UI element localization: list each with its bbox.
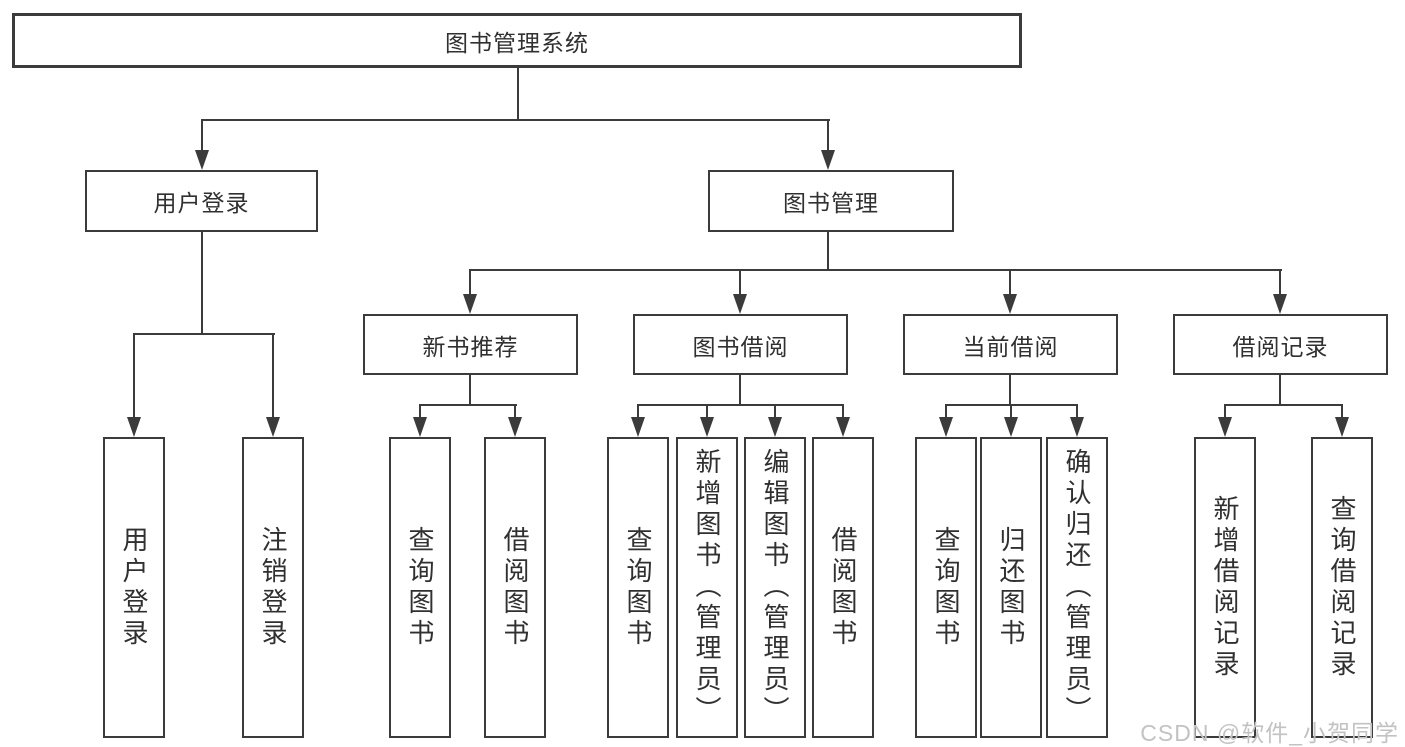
csdn-watermark: CSDN @软件_小贺同学 xyxy=(1140,720,1399,746)
connector-line xyxy=(774,404,776,419)
connector-line xyxy=(419,404,421,419)
connector-line xyxy=(133,333,275,335)
connector-line xyxy=(739,373,741,406)
connector-line xyxy=(637,404,844,406)
arrowhead-icon xyxy=(266,417,280,437)
connector-line xyxy=(469,269,1282,271)
node-root-system: 图书管理系统 xyxy=(12,13,1022,68)
connector-line xyxy=(827,119,829,152)
arrowhead-icon xyxy=(508,417,522,437)
connector-line xyxy=(1076,404,1078,419)
node-book-management: 图书管理 xyxy=(708,170,954,232)
connector-line xyxy=(133,333,135,419)
leaf-edit-book-admin: 编辑图书（管理员） xyxy=(744,437,806,738)
arrowhead-icon xyxy=(631,417,645,437)
connector-line xyxy=(1009,373,1011,406)
leaf-borrow-book-1: 借阅图书 xyxy=(484,437,546,738)
connector-line xyxy=(419,404,517,406)
connector-line xyxy=(1341,404,1343,419)
connector-line xyxy=(469,269,471,295)
node-user-login: 用户登录 xyxy=(85,170,318,232)
leaf-query-book-2: 查询图书 xyxy=(607,437,669,738)
arrowhead-icon xyxy=(413,417,427,437)
node-borrow-records: 借阅记录 xyxy=(1173,314,1388,375)
leaf-user-login: 用户登录 xyxy=(103,437,165,738)
connector-line xyxy=(637,404,639,419)
connector-line xyxy=(827,230,829,271)
leaf-query-book-3: 查询图书 xyxy=(915,437,977,738)
arrowhead-icon xyxy=(836,417,850,437)
connector-line xyxy=(272,333,274,419)
connector-line xyxy=(842,404,844,419)
connector-line xyxy=(1279,269,1281,295)
arrowhead-icon xyxy=(1004,417,1018,437)
leaf-query-book-1: 查询图书 xyxy=(389,437,451,738)
node-new-book-recommend: 新书推荐 xyxy=(363,314,578,375)
arrowhead-icon xyxy=(733,294,747,314)
connector-line xyxy=(739,269,741,295)
arrowhead-icon xyxy=(127,417,141,437)
arrowhead-icon xyxy=(821,150,835,170)
connector-line xyxy=(1279,373,1281,406)
node-current-borrow: 当前借阅 xyxy=(903,314,1118,375)
leaf-confirm-return-admin: 确认归还（管理员） xyxy=(1046,437,1108,738)
connector-line xyxy=(517,68,519,121)
connector-line xyxy=(706,404,708,419)
connector-line xyxy=(1009,269,1011,295)
arrowhead-icon xyxy=(463,294,477,314)
arrowhead-icon xyxy=(1003,294,1017,314)
connector-line xyxy=(469,373,471,406)
connector-line xyxy=(201,230,203,335)
connector-line xyxy=(1224,404,1343,406)
leaf-query-borrow-record: 查询借阅记录 xyxy=(1311,437,1373,738)
arrowhead-icon xyxy=(1218,417,1232,437)
arrowhead-icon xyxy=(700,417,714,437)
connector-line xyxy=(1224,404,1226,419)
leaf-borrow-book-2: 借阅图书 xyxy=(812,437,874,738)
connector-line xyxy=(201,119,203,152)
connector-line xyxy=(945,404,947,419)
leaf-return-book: 归还图书 xyxy=(980,437,1042,738)
leaf-add-book-admin: 新增图书（管理员） xyxy=(676,437,738,738)
arrowhead-icon xyxy=(1273,294,1287,314)
connector-line xyxy=(514,404,516,419)
arrowhead-icon xyxy=(939,417,953,437)
node-book-borrow: 图书借阅 xyxy=(633,314,848,375)
arrowhead-icon xyxy=(768,417,782,437)
arrowhead-icon xyxy=(1070,417,1084,437)
connector-line xyxy=(201,119,830,121)
connector-line xyxy=(1010,404,1012,419)
leaf-logout: 注销登录 xyxy=(242,437,304,738)
leaf-add-borrow-record: 新增借阅记录 xyxy=(1194,437,1256,738)
arrowhead-icon xyxy=(1335,417,1349,437)
arrowhead-icon xyxy=(195,150,209,170)
